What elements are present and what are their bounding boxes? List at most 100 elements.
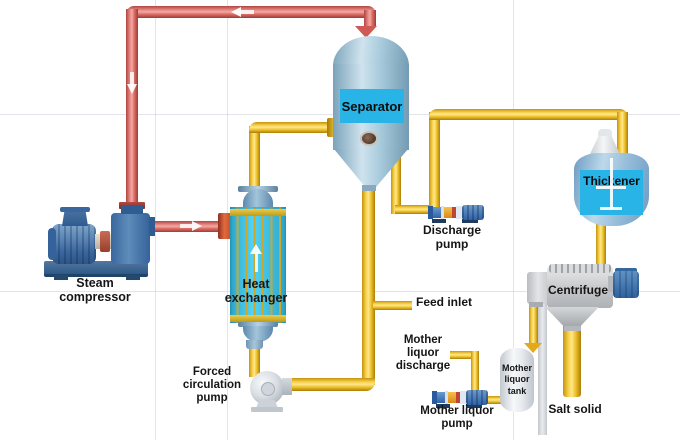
flow-arrow-tail <box>180 224 192 228</box>
pump-casing <box>437 392 445 403</box>
exchanger-top-cap <box>243 189 273 209</box>
mother-liquor-pump <box>432 390 488 409</box>
pump-coupling <box>456 392 460 403</box>
flow-arrow-tail <box>255 252 258 272</box>
salt-solid-chute <box>563 323 581 397</box>
separator-bottom-neck <box>362 185 376 191</box>
centrifuge-chute <box>564 326 581 331</box>
steam-compressor-label: Steam compressor <box>59 276 131 305</box>
circulation-pump-pedestal <box>256 400 278 408</box>
flow-arrow-tail <box>130 72 134 86</box>
circulation-downcomer <box>362 185 375 385</box>
centrifuge-motor <box>613 271 639 298</box>
pump-suction-flange <box>432 391 437 404</box>
exchanger-to-circulation-pump-pipe <box>249 347 260 377</box>
centrifuge-label: Centrifuge <box>548 283 608 297</box>
centrifuge-cone <box>545 307 599 328</box>
thickener-inlet-drop <box>617 112 628 158</box>
circulation-bottom-run <box>286 378 375 391</box>
steam-flow-arrowhead-into-separator <box>355 26 377 38</box>
tank-to-pump-pipe <box>481 396 512 404</box>
centrifuge-motor-cap <box>615 268 637 273</box>
exchanger-bottom-nozzle <box>246 340 263 349</box>
mother-liquor-pump-riser <box>471 351 479 393</box>
compressor-casing <box>111 213 150 264</box>
mother-liquor-discharge-stub <box>450 351 479 359</box>
centrifuge-arm-flange <box>529 302 543 307</box>
centrifuge-top-rim <box>549 264 611 273</box>
flow-arrow-tail <box>240 10 254 14</box>
thickener-agitator-paddle <box>596 186 626 189</box>
pump-ring <box>441 206 444 219</box>
steam-pipe-left-riser <box>126 9 138 208</box>
pump-foot <box>462 219 478 223</box>
discharge-riser <box>429 112 440 209</box>
centrifuge-drum <box>547 266 613 308</box>
forced-circulation-pump-label: Forced circulation pump <box>182 366 242 404</box>
compressor-motor-end-cap <box>48 228 56 260</box>
flow-arrow-up-icon <box>250 244 262 254</box>
feed-inlet-label: Feed inlet <box>416 295 473 309</box>
pump-foot <box>466 404 482 408</box>
pump-foot <box>436 404 450 408</box>
exchanger-shell <box>230 207 286 323</box>
pump-coupling <box>452 207 456 218</box>
pump-bearing-housing <box>448 392 456 403</box>
thickener-top-cap <box>598 129 612 138</box>
separator-label-band: Separator <box>340 89 404 123</box>
exchanger-bottom-cap <box>243 326 273 342</box>
exchanger-tube-sheet-top <box>230 209 286 216</box>
centrifuge-left-arm <box>527 272 549 304</box>
exchanger-tube-sheet-bottom <box>230 315 286 322</box>
pump-bearing-housing <box>444 207 452 218</box>
pump-motor <box>462 205 484 220</box>
compressor-motor-junction-box <box>62 210 88 226</box>
compressor-base <box>44 261 148 277</box>
pump-foot <box>432 219 446 223</box>
mother-liquor-tank: Mother liquor tank <box>500 348 534 412</box>
mother-liquor-pump-label: Mother liquor pump <box>420 405 494 430</box>
thickener-agitator-paddle <box>600 207 622 210</box>
pump-suction-flange <box>428 206 433 219</box>
separator-manhole <box>360 131 378 146</box>
exchanger-bottom-flange <box>238 322 278 327</box>
compressor-coupling-guard <box>100 231 110 252</box>
pump-motor <box>466 390 488 405</box>
discharge-to-thickener-run <box>429 109 628 120</box>
flow-arrowhead-into-tank <box>524 343 542 353</box>
thickener-agitator-shaft <box>610 158 613 210</box>
pump-ring <box>445 391 448 404</box>
discharge-pump-label: Discharge pump <box>422 223 482 251</box>
feed-inlet-stub <box>373 301 412 310</box>
compressor-motor-junction-lip <box>60 207 90 212</box>
steam-pipe-separator-drop <box>364 10 376 27</box>
flow-arrow-left-icon <box>231 7 241 17</box>
flow-arrow-right-icon <box>192 221 202 231</box>
centrifuge-to-tank-pipe <box>529 300 538 344</box>
exchanger-to-separator-run <box>249 122 335 133</box>
discharge-pump <box>428 205 484 224</box>
exchanger-to-separator-riser <box>249 126 260 191</box>
mother-liquor-tank-label: Mother liquor tank <box>502 363 532 396</box>
centrifuge-motor-link <box>608 276 617 292</box>
pump-adapter <box>460 391 466 404</box>
grid-line-vertical <box>513 0 514 440</box>
compressor-side-flange <box>149 217 155 236</box>
salt-solid-label: Salt solid <box>548 402 602 416</box>
circulation-pump-outlet-flange <box>282 378 292 395</box>
heat-exchanger-label: Heat exchanger <box>224 277 288 306</box>
pump-casing <box>433 207 441 218</box>
pump-adapter <box>456 206 462 219</box>
flow-arrow-down-icon <box>127 84 137 94</box>
compressor-motor <box>52 224 96 264</box>
thickener-top-funnel <box>589 136 621 156</box>
grid-line-horizontal <box>0 291 680 292</box>
separator-label: Separator <box>341 98 403 114</box>
exchanger-steam-nozzle <box>218 213 232 239</box>
grid-line-vertical <box>155 0 156 440</box>
cone-outlet-to-discharge-pump <box>395 205 433 214</box>
separator-cone-outlet <box>391 152 401 214</box>
mother-liquor-discharge-label: Mother liquor discharge <box>395 334 451 372</box>
compressor-foot <box>54 275 68 280</box>
